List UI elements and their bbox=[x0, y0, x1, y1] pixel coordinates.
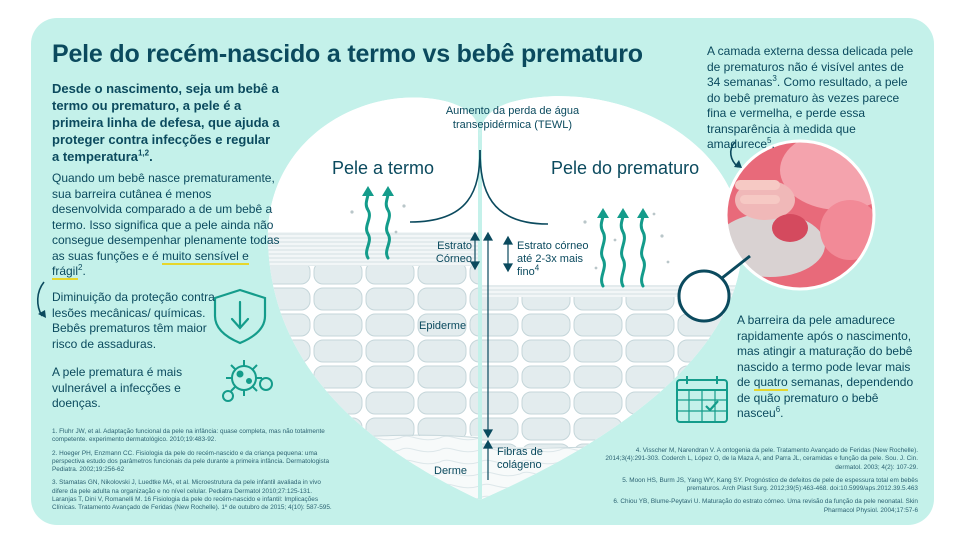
right2-text: A barreira da pele amadurece rapidamente… bbox=[737, 313, 913, 389]
preterm-corneum-ref: 4 bbox=[534, 263, 540, 273]
references-left: 1. Fluhr JW, et al. Adaptação funcional … bbox=[52, 428, 337, 518]
epidermis-depth-arrow bbox=[482, 231, 494, 480]
page-title: Pele do recém-nascido a termo vs bebê pr… bbox=[52, 40, 643, 68]
reference-item: 3. Stamatas GN, Nikolovski J, Luedtke MA… bbox=[52, 479, 332, 512]
reference-item: 2. Hoeger PH, Enzmann CC. Fisiologia da … bbox=[52, 449, 330, 474]
curved-arrow-left bbox=[36, 281, 45, 317]
right2-ref: 6 bbox=[775, 405, 781, 414]
stratum-corneum-label: Estrato Córneo bbox=[435, 240, 472, 265]
body1-highlight: muito sensível e frágil bbox=[52, 248, 249, 280]
infection-paragraph: A pele prematura é mais vulnerável a inf… bbox=[52, 365, 183, 410]
epidermis-label: Epiderme bbox=[419, 320, 467, 332]
reference-item: 1. Fluhr JW, et al. Adaptação funcional … bbox=[52, 428, 325, 444]
preterm-corneum-text: Estrato córneo até 2-3x mais fino bbox=[517, 240, 589, 278]
stratum-corneum-arrow bbox=[469, 231, 481, 271]
magnifier-icon bbox=[677, 254, 751, 323]
right1-ref2: 5 bbox=[767, 136, 772, 145]
preterm-water-loss-arrows bbox=[599, 214, 646, 288]
water-droplets bbox=[350, 204, 670, 270]
reference-item: 4. Visscher M, Narendran V. A ontogenia … bbox=[605, 447, 918, 471]
body1-end: . bbox=[82, 264, 86, 278]
tewl-label: Aumento da perda de água transepidérmica… bbox=[445, 105, 580, 131]
preterm-visibility-paragraph: A camada externa dessa delicada pele de … bbox=[707, 44, 919, 153]
preterm-stratum-corneum bbox=[480, 285, 743, 297]
collagen-label: Fibras de colágeno bbox=[497, 446, 543, 471]
intro-ref: 1,2 bbox=[137, 148, 150, 158]
references-right: 4. Visscher M, Narendran V. A ontogenia … bbox=[600, 447, 918, 520]
right1-text: A camada externa dessa delicada pele de … bbox=[707, 44, 914, 89]
right2-end: . bbox=[780, 406, 784, 420]
right2-text2: semanas, dependendo de quão prematuro o … bbox=[737, 375, 914, 420]
preterm-skin-label: Pele do prematuro bbox=[551, 158, 700, 178]
maturation-paragraph: A barreira da pele amadurece rapidamente… bbox=[737, 313, 917, 422]
right1-text2: . Como resultado, a pele do bebê prematu… bbox=[707, 75, 908, 151]
body1-ref: 2 bbox=[78, 263, 83, 272]
shield-down-arrow-icon bbox=[213, 288, 267, 345]
protection-paragraph: Diminuição da proteção contra lesões mec… bbox=[52, 290, 215, 351]
calendar-icon bbox=[676, 376, 728, 423]
reference-item: 6. Chiou YB, Blume-Peytavi U. Maturação … bbox=[613, 498, 918, 514]
term-water-loss-arrows bbox=[364, 192, 391, 260]
term-epidermis bbox=[267, 266, 480, 436]
preterm-corneum-label: Estrato córneo até 2-3x mais fino4 bbox=[517, 240, 599, 279]
right1-end: . bbox=[771, 137, 775, 151]
intro-end: . bbox=[149, 149, 153, 164]
barrier-paragraph: Quando um bebê nasce prematuramente, sua… bbox=[52, 171, 280, 280]
intro-paragraph: Desde o nascimento, seja um bebê a termo… bbox=[52, 80, 280, 165]
premature-baby-photo bbox=[724, 139, 876, 291]
right2-highlight: quatro bbox=[753, 375, 788, 391]
preterm-corneum-arrow bbox=[502, 235, 514, 273]
dermis-label: Derme bbox=[434, 465, 468, 477]
term-skin-label: Pele a termo bbox=[332, 158, 435, 178]
virus-icon bbox=[222, 360, 273, 402]
intro-text: Desde o nascimento, seja um bebê a termo… bbox=[52, 81, 280, 164]
term-stratum-corneum bbox=[267, 232, 480, 266]
right1-ref1: 3 bbox=[772, 74, 777, 83]
body1-text: Quando um bebê nasce prematuramente, sua… bbox=[52, 171, 280, 263]
reference-item: 5. Moon HS, Burm JS, Yang WY, Kang SY. P… bbox=[622, 476, 918, 493]
